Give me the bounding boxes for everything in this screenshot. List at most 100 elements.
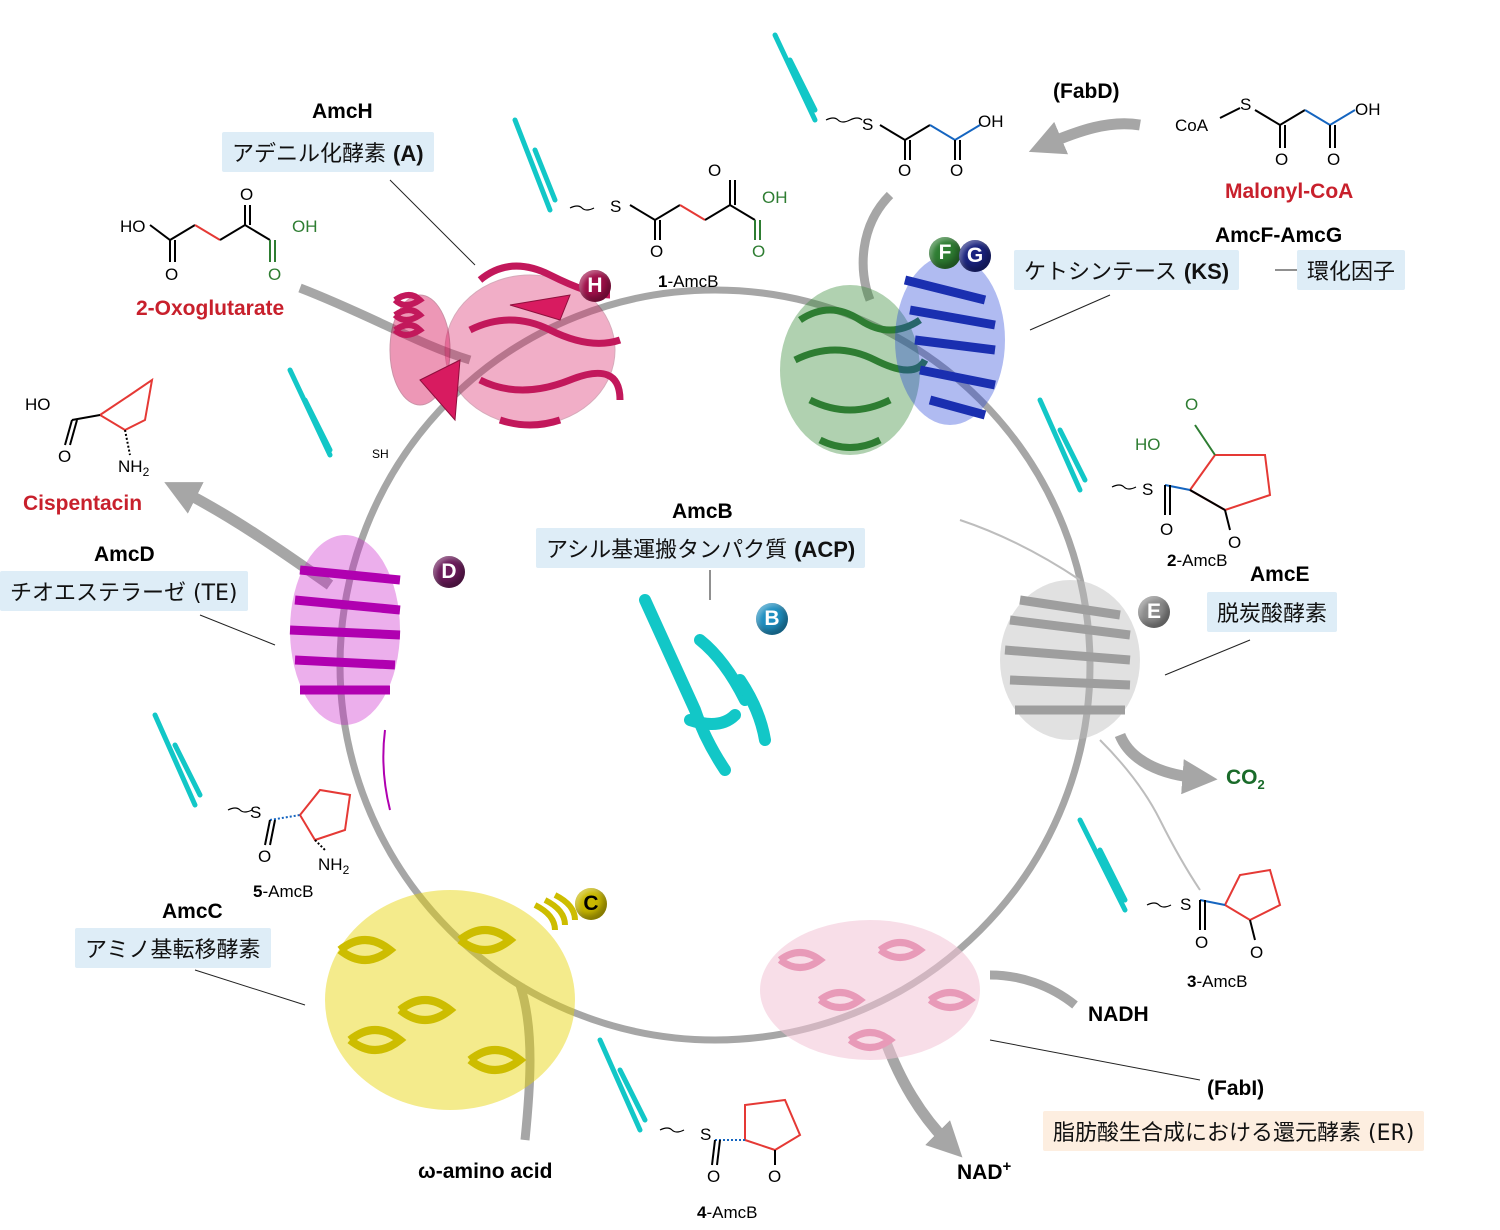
leader-amcc [194, 969, 306, 1006]
o-i4-2: O [768, 1167, 781, 1186]
o-fabd-2: O [950, 161, 963, 180]
nad-superscript: + [1002, 1158, 1012, 1175]
badge-c: C [575, 888, 607, 920]
amch-desc-box: アデニル化酵素 (A) [222, 132, 434, 172]
o-i3-2: O [1250, 943, 1263, 962]
intermediate-4-label: 4-AmcB [697, 1203, 757, 1223]
s-i3: S [1180, 895, 1191, 914]
o-i1-3: O [752, 242, 765, 261]
fabd-arrow [1028, 118, 1141, 155]
s-fabd: S [862, 115, 873, 134]
omega-curve [515, 983, 535, 1141]
s-i1: S [610, 197, 621, 216]
amcb-desc-box: アシル基運搬タンパク質 (ACP) [536, 528, 866, 568]
amcb-abbr: (ACP) [794, 537, 856, 562]
badge-d: D [433, 556, 465, 588]
amch-protein [389, 262, 624, 429]
o-i2-top: O [1185, 395, 1198, 414]
amch-desc: アデニル化酵素 [232, 142, 393, 167]
amcfg-abbr: (KS) [1183, 259, 1230, 284]
co2-subscript: 2 [1257, 777, 1265, 793]
malonyl-entry-curve [858, 191, 894, 302]
amcfg-partner: 環化因子 [1307, 260, 1396, 285]
leader-fabi [989, 1039, 1201, 1081]
sh-label: SH [372, 447, 389, 461]
amce-desc-box: 脱炭酸酵素 [1207, 592, 1338, 632]
oh-malonyl: OH [1355, 100, 1381, 119]
fabi-name: (FabI) [1207, 1077, 1265, 1100]
badge-f: F [929, 237, 961, 269]
o-oxoglu-2: O [240, 185, 253, 204]
nadh-label: NADH [1088, 1003, 1149, 1026]
amch-name: AmcH [312, 100, 373, 123]
o-i4-1: O [707, 1167, 720, 1186]
intermediate-3-label: 3-AmcB [1187, 972, 1247, 992]
o-malonyl-2: O [1327, 150, 1340, 169]
o-i2-1: O [1160, 520, 1173, 539]
oxoglutarate-label: 2-Oxoglutarate [136, 297, 285, 320]
co2-text: CO [1226, 766, 1258, 789]
nh2-cispentacin: NH2 [118, 457, 150, 479]
amcc-name: AmcC [162, 900, 223, 923]
o-i5: O [258, 847, 271, 866]
s-i5: S [250, 803, 261, 822]
badge-b: B [756, 603, 788, 635]
o-i1-2: O [708, 161, 721, 180]
intermediate-1-label: 1-AmcB [658, 272, 718, 292]
amcfg-name: AmcF-AmcG [1215, 224, 1343, 247]
amcfg-desc-box: ケトシンテース (KS) [1014, 250, 1240, 290]
coa-label: CoA [1175, 116, 1209, 135]
fabd-name: (FabD) [1053, 80, 1120, 103]
malonyl-coa-label: Malonyl-CoA [1225, 180, 1354, 203]
amcfg-protein [780, 255, 1005, 455]
fabi-protein [760, 920, 980, 1060]
fabi-desc: 脂肪酸生合成における還元酵素 (ER) [1053, 1121, 1415, 1146]
amce-name: AmcE [1250, 563, 1310, 586]
cispentacin-label: Cispentacin [23, 492, 143, 515]
i1-suffix: -AmcB [667, 272, 719, 291]
ho-i2: HO [1135, 435, 1161, 454]
oh-oxoglu: OH [292, 217, 318, 236]
badge-h: H [579, 270, 611, 302]
o-i1-1: O [650, 242, 663, 261]
amcc-protein [325, 890, 578, 1110]
amcc-desc: アミノ基転移酵素 [85, 938, 261, 963]
amcb-name: AmcB [672, 500, 733, 523]
leader-amcfg [1029, 294, 1111, 331]
amcd-desc: チオエステラーゼ (TE) [10, 581, 238, 606]
amcfg-desc: ケトシンテース [1024, 260, 1184, 285]
i5-num: 5 [253, 882, 263, 901]
i2-suffix: -AmcB [1176, 551, 1228, 570]
amcfg-partner-box: 環化因子 [1297, 250, 1406, 290]
i2-num: 2 [1167, 551, 1177, 570]
co2-arrow [1114, 732, 1218, 795]
i1-num: 1 [658, 272, 668, 291]
o-fabd-1: O [898, 161, 911, 180]
ho-cispentacin: HO [25, 395, 51, 414]
i3-suffix: -AmcB [1196, 972, 1248, 991]
intermediate-5-label: 5-AmcB [253, 882, 313, 902]
amcb-protein [639, 594, 771, 776]
o-i3-1: O [1195, 933, 1208, 952]
s-malonyl: S [1240, 95, 1251, 114]
co2-label: CO2 [1226, 766, 1265, 792]
amcd-name: AmcD [94, 543, 155, 566]
o-i2-2: O [1228, 533, 1241, 552]
nad-text: NAD [957, 1161, 1003, 1184]
amch-abbr: (A) [393, 141, 424, 166]
o-oxoglu-1: O [165, 265, 178, 284]
amcd-protein [289, 535, 401, 811]
nadh-curve [989, 970, 1078, 1009]
i4-num: 4 [697, 1203, 707, 1222]
oh-i1: OH [762, 188, 788, 207]
acp-icons [152, 32, 1128, 1133]
nad-label: NAD+ [957, 1158, 1011, 1185]
ho-oxoglu: HO [120, 217, 146, 236]
nh2-i5: NH2 [318, 855, 350, 877]
s-i2: S [1142, 480, 1153, 499]
oxoglutarate-entry-curve [298, 283, 472, 365]
oh-fabd: OH [978, 112, 1004, 131]
amcc-desc-box: アミノ基転移酵素 [75, 928, 271, 968]
